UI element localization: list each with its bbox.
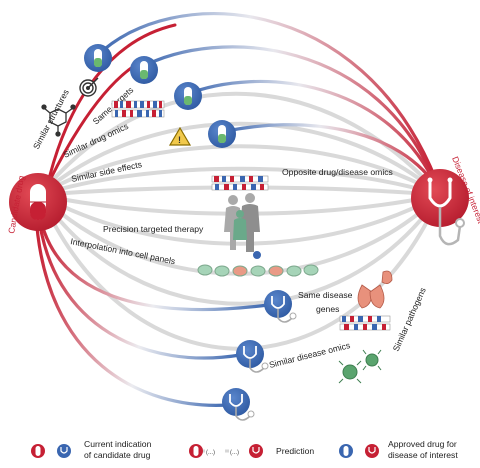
svg-text:!: ! [178, 135, 181, 145]
drug-omics-barcode-icon [111, 100, 165, 118]
legend-current-indication-line2: of candidate drug [84, 450, 151, 460]
pill-icon [174, 82, 202, 110]
label-same-disease-genes-1: Same disease [298, 290, 353, 300]
label-similar-structures: Similar structures [31, 88, 71, 151]
label-opposite-omics: Opposite drug/disease omics [282, 167, 393, 177]
pathogen-icon [338, 349, 382, 384]
label-precision-therapy: Precision targeted therapy [103, 224, 204, 234]
pill-icon [208, 120, 236, 148]
legend-prediction-dots-1: (...) [206, 450, 215, 456]
lungs-icon [357, 270, 393, 309]
legend-prediction-label: Prediction [276, 446, 314, 456]
approved-drug-nodes [84, 44, 236, 148]
label-same-disease-genes-2: genes [316, 304, 339, 314]
patients-icon [224, 193, 260, 252]
disease-of-interest-node [411, 169, 469, 246]
legend-approved-drug-line2: disease of interest [388, 450, 458, 460]
legend: Current indication of candidate drug (..… [31, 439, 458, 460]
current-indication-arcs [34, 203, 270, 407]
legend-approved-drug-line1: Approved drug for [388, 439, 457, 449]
legend-approved-drug-icon [339, 444, 379, 458]
stethoscope-icon [264, 290, 297, 323]
legend-current-indication-line1: Current indication [84, 439, 152, 449]
legend-prediction-icon: (...) (...) [189, 444, 263, 458]
disease-genes-barcode-icon [339, 315, 391, 331]
stethoscope-icon [236, 340, 269, 373]
opposite-omics-barcode-icon [211, 175, 269, 191]
warning-icon: ! [168, 126, 192, 146]
candidate-drug-node [9, 173, 67, 231]
cell-panel-icon [197, 251, 319, 277]
label-interpolation: Interpolation into cell panels [70, 236, 176, 266]
legend-current-indication-icon [31, 444, 71, 458]
pill-icon [84, 44, 112, 72]
pill-icon [130, 56, 158, 84]
target-icon [79, 77, 99, 97]
approved-drug-arcs [96, 12, 442, 194]
disease-nodes [222, 290, 297, 421]
legend-prediction-dots-2: (...) [230, 450, 239, 456]
label-similar-pathogens: Similar pathogens [391, 286, 428, 353]
molecule-icon [41, 104, 76, 137]
stethoscope-icon [222, 388, 255, 421]
outer-red-arcs [48, 23, 177, 182]
